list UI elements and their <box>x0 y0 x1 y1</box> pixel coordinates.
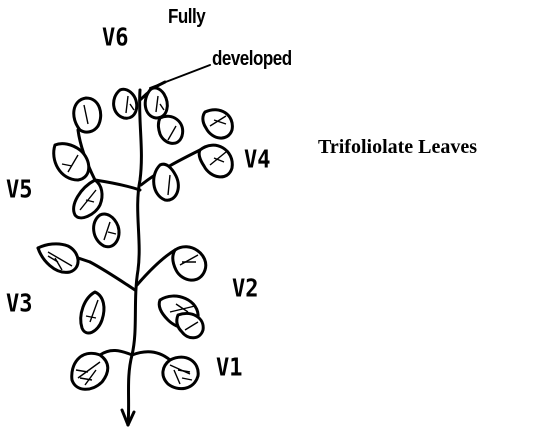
caption-trifoliolate-leaves: Trifoliolate Leaves <box>318 137 477 157</box>
label-v6: V6 <box>102 26 129 51</box>
leaf-v6-b <box>145 88 167 118</box>
leaf-v4-b <box>203 110 233 138</box>
label-v2: V2 <box>232 277 259 302</box>
branch-right-lower <box>132 352 170 360</box>
main-stem <box>128 90 141 425</box>
label-v1: V1 <box>216 356 243 381</box>
leaf-v6-a <box>114 89 137 118</box>
leaf-veins <box>48 96 226 385</box>
label-developed: developed <box>212 48 292 68</box>
leaf-v1-left <box>72 353 108 389</box>
label-v3: V3 <box>6 292 33 317</box>
label-v5: V5 <box>6 178 33 203</box>
branch-right-mid <box>137 250 175 285</box>
label-v4: V4 <box>244 148 271 173</box>
leaf-v5-b <box>74 180 102 218</box>
branch-left-mid <box>90 262 135 290</box>
leaf-v2-c <box>177 313 203 337</box>
leaf-v4-c <box>154 164 179 200</box>
label-fully: Fully <box>168 6 205 26</box>
leader-line-developed <box>150 65 210 88</box>
leaf-v1-right <box>163 357 198 389</box>
leaf-v6-c <box>159 116 183 143</box>
leaf-v5-c <box>74 98 101 132</box>
leaf-v3-b <box>81 292 104 333</box>
leaf-v2-a <box>173 247 206 280</box>
branch-left-lower <box>100 350 132 355</box>
leaf-v3-c <box>94 214 119 247</box>
